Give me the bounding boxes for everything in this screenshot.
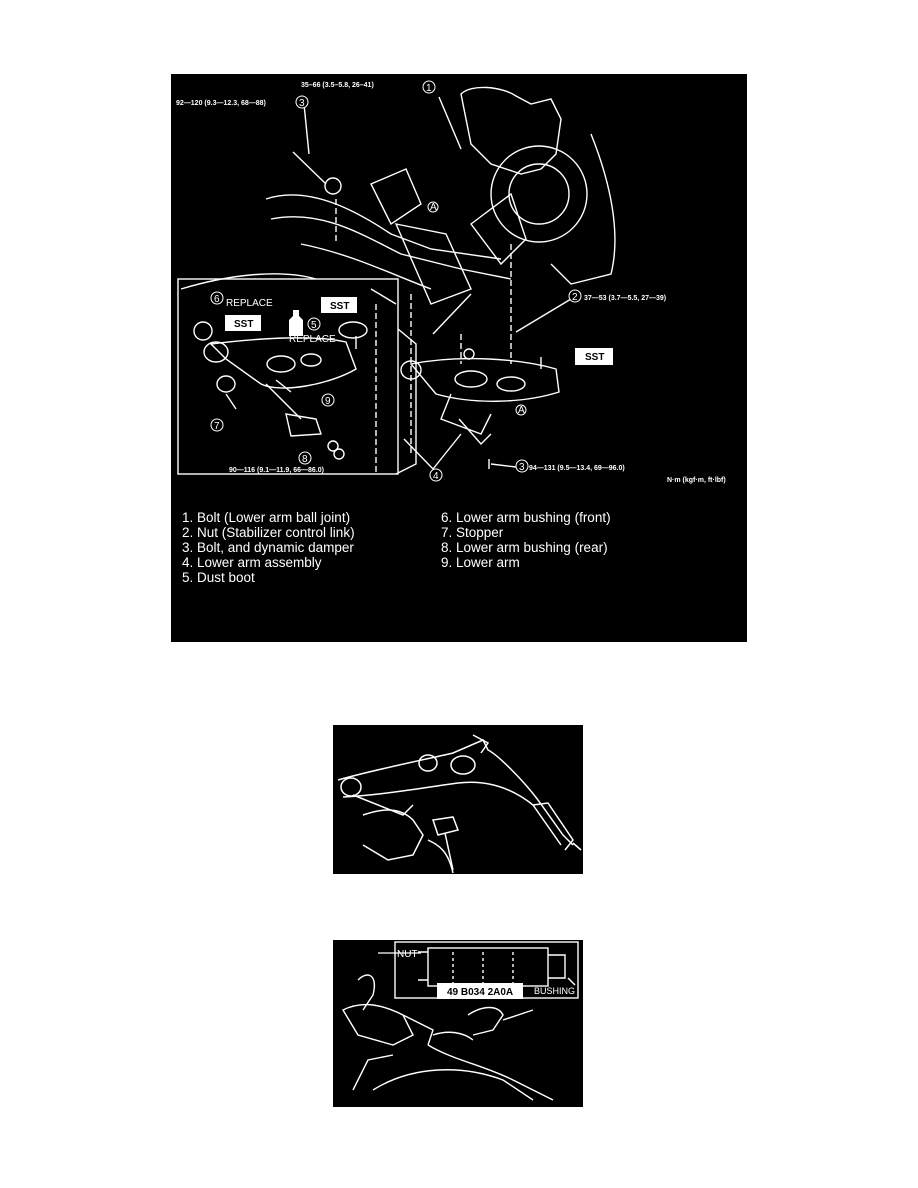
callout-3-bottom: 3 (519, 462, 525, 473)
bushing-removal-illustration (333, 725, 583, 874)
replace-label-boot: REPLACE (289, 334, 336, 345)
replace-label-bushing: REPLACE (226, 298, 273, 309)
legend-item-2: 2. Nut (Stabilizer control link) (182, 525, 355, 540)
callout-7: 7 (214, 421, 220, 432)
marker-a-top: A (430, 202, 437, 213)
callout-4: 4 (433, 471, 439, 482)
legend-item-1: 1. Bolt (Lower arm ball joint) (182, 510, 351, 525)
diagram-drawing: 1 2 3 3 4 5 6 7 8 9 A A 35–66 (3.5–5.8, … (176, 80, 726, 484)
parts-legend-left: 1. Bolt (Lower arm ball joint) 2. Nut (S… (182, 510, 355, 585)
legend-item-5: 5. Dust boot (182, 570, 255, 585)
callout-2: 2 (572, 292, 578, 303)
callout-9: 9 (325, 396, 331, 407)
nut-label: NUT (397, 949, 418, 960)
legend-item-8: 8. Lower arm bushing (rear) (441, 540, 608, 555)
tool-number-box (437, 983, 523, 999)
marker-a-bottom: A (518, 405, 525, 416)
legend-item-6: 6. Lower arm bushing (front) (441, 510, 611, 525)
bushing-removal-drawing (337, 734, 582, 874)
torque-spec-bolt3-top: 92—120 (9.3—12.3, 68—88) (176, 100, 266, 107)
torque-spec-nut2: 37—53 (3.7—5.5, 27—39) (584, 295, 666, 302)
sst-box-inset-right (321, 297, 357, 313)
torque-units: N·m (kgf·m, ft·lbf) (667, 477, 726, 484)
callout-6: 6 (214, 294, 220, 305)
torque-spec-bolt1: 35–66 (3.5–5.8, 26–41) (301, 82, 374, 89)
bushing-installation-drawing: NUT 49 B034 2A0A BUSHING (342, 941, 579, 1101)
torque-spec-bolt3-bottom: 94—131 (9.5—13.4, 69—96.0) (529, 465, 625, 472)
bushing-installation-illustration: NUT 49 B034 2A0A BUSHING (333, 940, 583, 1107)
callout-8: 8 (302, 454, 308, 465)
lower-arm-exploded-diagram: 1 2 3 3 4 5 6 7 8 9 A A 35–66 (3.5–5.8, … (171, 74, 747, 642)
sst-label-1: SST (234, 319, 253, 330)
legend-item-3: 3. Bolt, and dynamic damper (182, 540, 354, 555)
legend-item-7: 7. Stopper (441, 525, 504, 540)
bushing-label: BUSHING (534, 986, 575, 996)
legend-item-9: 9. Lower arm (441, 555, 520, 570)
torque-spec-inset: 90—116 (9.1—11.9, 66—86.0) (229, 467, 324, 474)
sst-label-2: SST (330, 301, 349, 312)
sst-label-3: SST (585, 352, 604, 363)
parts-legend-right: 6. Lower arm bushing (front) 7. Stopper … (441, 510, 611, 570)
callout-3-top: 3 (299, 98, 305, 109)
tool-number: 49 B034 2A0A (447, 987, 513, 998)
legend-item-4: 4. Lower arm assembly (182, 555, 322, 570)
callout-5: 5 (311, 320, 317, 331)
callout-1: 1 (426, 83, 432, 94)
sst-box-main (575, 348, 613, 365)
sst-box-inset-left (225, 315, 261, 331)
